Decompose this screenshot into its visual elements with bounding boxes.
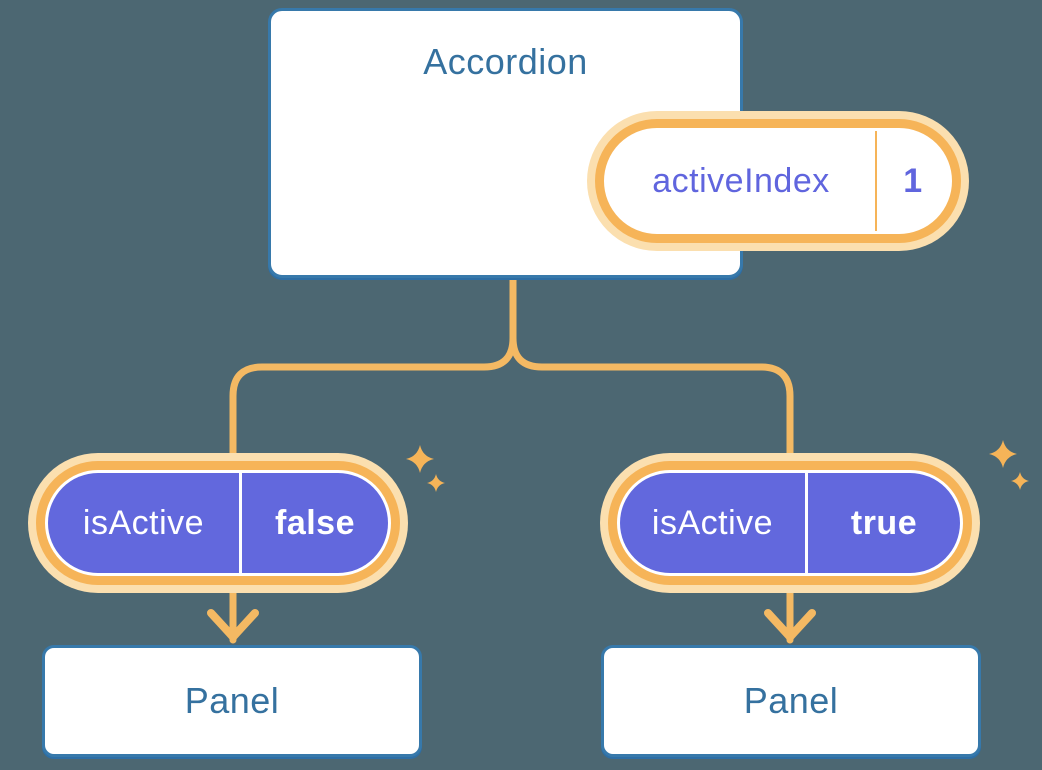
connector-right-branch — [509, 274, 794, 644]
arrowhead-left-icon — [207, 609, 259, 641]
prop-pill-isactive-true: isActive true — [608, 461, 972, 585]
state-name-label: activeIndex — [652, 161, 830, 200]
panel-label: Panel — [743, 680, 839, 721]
prop-name-label: isActive — [651, 503, 774, 542]
state-value-label: 1 — [903, 161, 923, 200]
pill-divider — [805, 473, 808, 573]
accordion-node: Accordion activeIndex 1 — [268, 8, 961, 278]
panel-label: Panel — [184, 680, 280, 721]
connector-left-branch — [229, 274, 517, 644]
pill-divider — [239, 473, 242, 573]
sparkle-icon — [406, 445, 445, 492]
pill-divider — [875, 131, 877, 231]
prop-value-label: false — [275, 503, 355, 542]
prop-value-label: true — [850, 503, 918, 542]
prop-pill-isactive-false: isActive false — [36, 461, 400, 585]
panel-node-right: Panel — [601, 645, 981, 757]
arrowhead-right-icon — [764, 609, 816, 641]
panel-node-left: Panel — [42, 645, 422, 757]
accordion-title: Accordion — [423, 41, 588, 82]
state-pill-activeindex: activeIndex 1 — [595, 119, 961, 243]
prop-name-label: isActive — [82, 503, 205, 542]
sparkle-icon — [989, 440, 1029, 490]
